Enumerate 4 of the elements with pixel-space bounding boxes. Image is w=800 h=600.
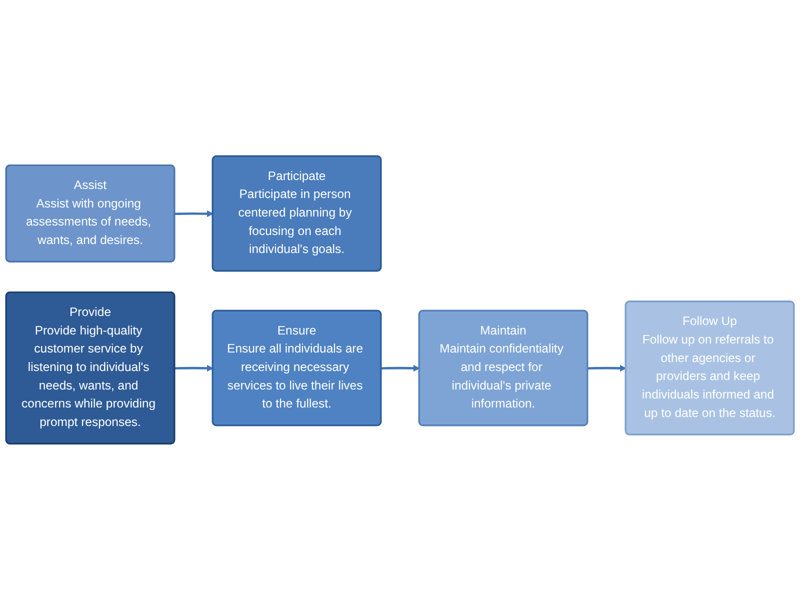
arrow	[381, 364, 420, 372]
arrow	[174, 210, 214, 218]
arrow	[174, 364, 214, 372]
arrow	[588, 364, 626, 372]
